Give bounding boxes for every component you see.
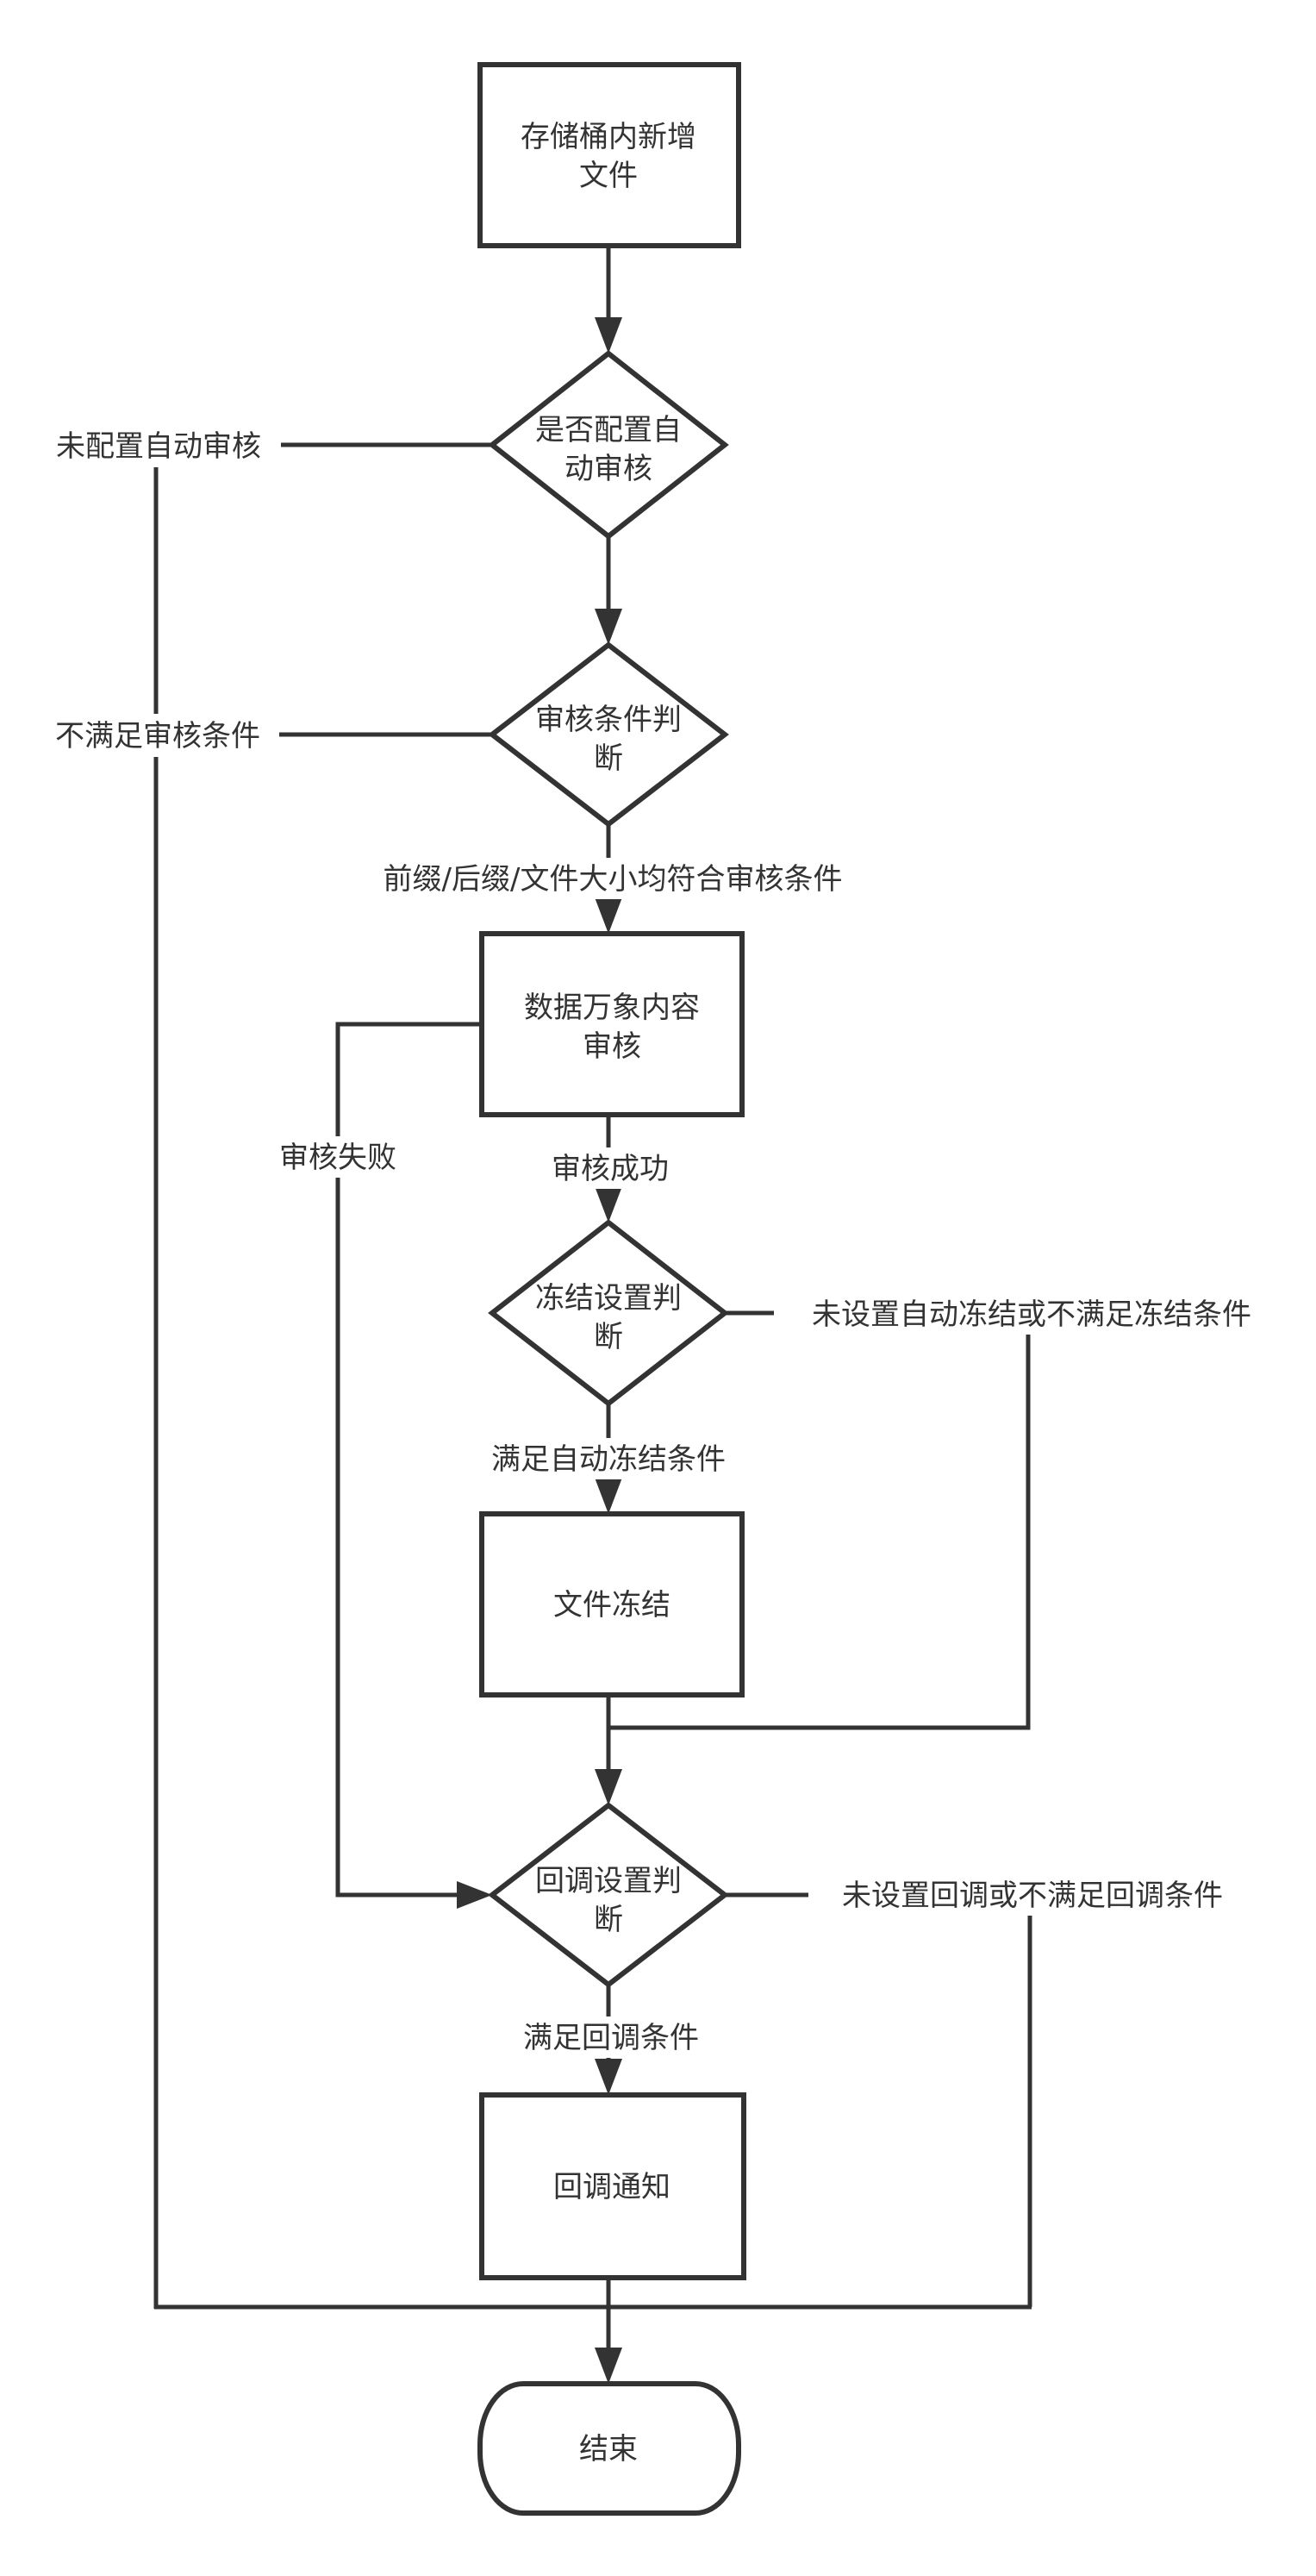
node-label-line: 断 bbox=[594, 1903, 623, 1937]
node-content-review[interactable]: 数据万象内容 审核 bbox=[479, 931, 745, 1117]
edge-label-callback-not-set: 未设置回调或不满足回调条件 bbox=[808, 1874, 1258, 1916]
process-box bbox=[479, 2092, 746, 2280]
arrow-down-icon bbox=[595, 1186, 622, 1222]
decision-diamond bbox=[488, 1219, 729, 1407]
node-check-freeze[interactable]: 冻结设置判 断 bbox=[488, 1219, 729, 1407]
arrow-right-icon bbox=[457, 1881, 492, 1909]
node-check-callback[interactable]: 回调设置判 断 bbox=[488, 1802, 729, 1988]
node-label-line: 回调设置判 bbox=[535, 1864, 682, 1898]
node-start[interactable]: 存储桶内新增 文件 bbox=[477, 62, 741, 248]
edge-label-conditions-not-met: 不满足审核条件 bbox=[36, 714, 279, 757]
terminator-shape bbox=[477, 2381, 741, 2516]
node-label-line: 断 bbox=[594, 741, 623, 776]
decision-diamond bbox=[488, 350, 729, 540]
edge-label: 未设置回调或不满足回调条件 bbox=[842, 1879, 1223, 1913]
process-box bbox=[479, 931, 745, 1117]
edge-label: 满足回调条件 bbox=[523, 2021, 699, 2055]
arrowheads bbox=[457, 317, 622, 2384]
node-label-line: 审核条件判 bbox=[535, 703, 682, 737]
arrow-down-icon bbox=[595, 317, 622, 353]
node-label-line: 文件 bbox=[579, 159, 638, 193]
node-check-review-conditions[interactable]: 审核条件判 断 bbox=[488, 641, 729, 828]
arrow-down-icon bbox=[595, 2348, 622, 2384]
node-label-line: 回调通知 bbox=[553, 2170, 670, 2204]
edge-label: 不满足审核条件 bbox=[55, 719, 260, 753]
edge-label-conditions-met: 前缀/后缀/文件大小均符合审核条件 bbox=[338, 858, 888, 899]
decision-diamond bbox=[488, 641, 729, 828]
node-label-line: 动审核 bbox=[564, 452, 652, 486]
edge-label-review-success: 审核成功 bbox=[539, 1147, 681, 1189]
edge-freeze-not-set-path bbox=[608, 1335, 1031, 1730]
arrow-down-icon bbox=[595, 897, 622, 934]
connectors bbox=[153, 246, 1032, 2352]
node-check-auto-review[interactable]: 是否配置自 动审核 bbox=[488, 350, 729, 540]
edge-label-freeze-not-set: 未设置自动冻结或不满足冻结条件 bbox=[774, 1293, 1291, 1335]
node-label-line: 数据万象内容 bbox=[524, 991, 700, 1025]
node-label-line: 结束 bbox=[579, 2432, 638, 2467]
arrow-down-icon bbox=[595, 609, 622, 645]
node-label-line: 断 bbox=[594, 1320, 623, 1354]
edge-label-freeze-met: 满足自动冻结条件 bbox=[471, 1438, 746, 1479]
edge-label: 审核成功 bbox=[552, 1152, 669, 1186]
edge-label: 未配置自动审核 bbox=[56, 429, 261, 464]
arrow-down-icon bbox=[595, 1478, 622, 1514]
process-box bbox=[479, 1511, 745, 1698]
edge-review-failed-path bbox=[335, 1022, 482, 1898]
node-label-line: 存储桶内新增 bbox=[521, 120, 696, 154]
edge-label: 满足自动冻结条件 bbox=[491, 1442, 726, 1477]
node-label-line: 是否配置自 bbox=[535, 413, 682, 447]
edge-label: 审核失败 bbox=[279, 1141, 396, 1175]
edge-label: 未设置自动冻结或不满足冻结条件 bbox=[812, 1297, 1251, 1332]
node-callback-notify[interactable]: 回调通知 bbox=[479, 2092, 746, 2280]
arrow-down-icon bbox=[595, 1769, 622, 1805]
node-label-line: 冻结设置判 bbox=[535, 1281, 682, 1316]
edge-label: 前缀/后缀/文件大小均符合审核条件 bbox=[384, 862, 843, 897]
edge-label-not-configured: 未配置自动审核 bbox=[36, 424, 281, 467]
node-end[interactable]: 结束 bbox=[477, 2381, 741, 2516]
node-label-line: 审核 bbox=[583, 1029, 641, 1064]
edge-label-review-failed: 审核失败 bbox=[267, 1136, 409, 1178]
process-box bbox=[477, 62, 741, 248]
node-label-line: 文件冻结 bbox=[553, 1588, 670, 1623]
node-freeze-file[interactable]: 文件冻结 bbox=[479, 1511, 745, 1698]
edge-label-callback-met: 满足回调条件 bbox=[507, 2016, 715, 2058]
arrow-down-icon bbox=[595, 2059, 622, 2095]
decision-diamond bbox=[488, 1802, 729, 1988]
